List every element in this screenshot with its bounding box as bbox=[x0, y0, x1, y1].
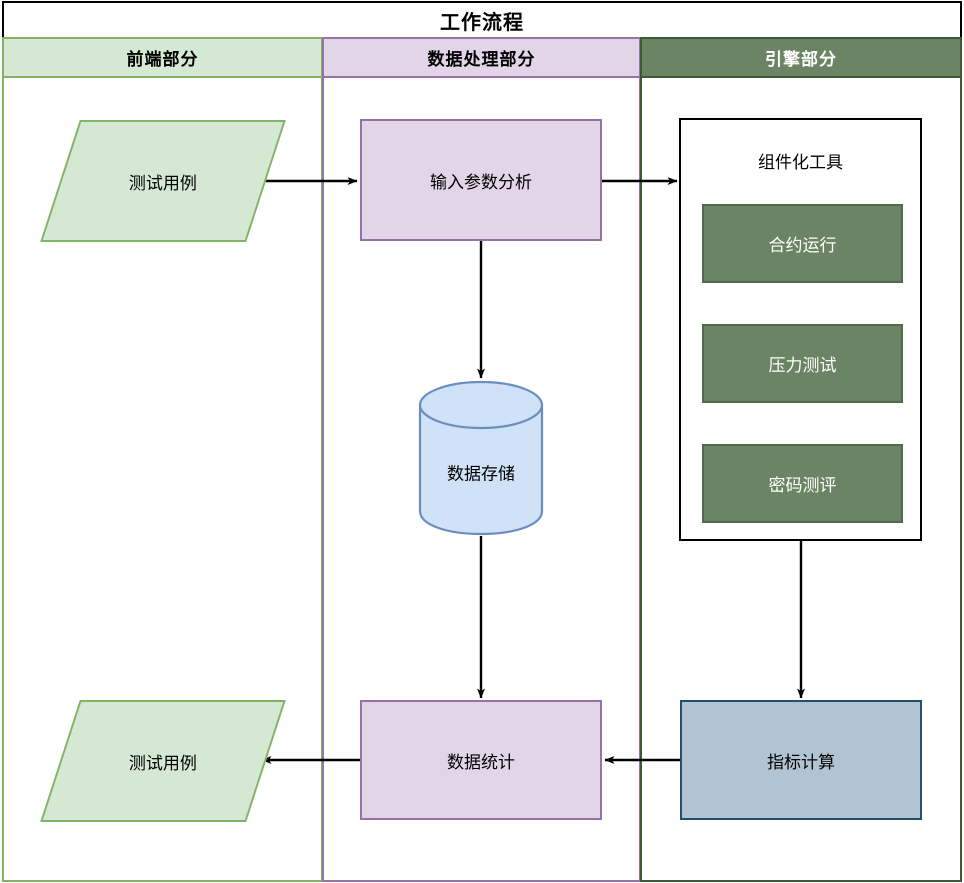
node-component-tools-panel[interactable]: 组件化工具 合约运行 压力测试 密码测评 bbox=[679, 118, 922, 541]
lane-label-data-processing: 数据处理部分 bbox=[427, 50, 536, 69]
diagram-title: 工作流程 bbox=[440, 11, 524, 34]
node-input-param-analysis[interactable]: 输入参数分析 bbox=[360, 119, 602, 241]
node-metric-calc[interactable]: 指标计算 bbox=[680, 700, 922, 820]
diagram-title-bar: 工作流程 bbox=[2, 1, 962, 37]
node-label-stress-test: 压力测试 bbox=[768, 356, 837, 375]
node-label-test-case-top: 测试用例 bbox=[129, 173, 197, 193]
node-crypto-eval[interactable]: 密码测评 bbox=[702, 444, 903, 523]
lane-engine: 引擎部分 bbox=[640, 37, 962, 882]
node-label-data-storage: 数据存储 bbox=[447, 464, 515, 484]
lane-label-engine: 引擎部分 bbox=[765, 50, 837, 69]
node-label-input-param-analysis: 输入参数分析 bbox=[430, 172, 532, 192]
node-test-case-top[interactable]: 测试用例 bbox=[40, 120, 286, 242]
node-contract-run[interactable]: 合约运行 bbox=[702, 204, 903, 283]
node-label-component-tools: 组件化工具 bbox=[758, 153, 843, 172]
node-label-data-statistics: 数据统计 bbox=[447, 752, 515, 772]
node-stress-test[interactable]: 压力测试 bbox=[702, 324, 903, 403]
node-label-metric-calc: 指标计算 bbox=[767, 752, 835, 772]
cylinder-icon bbox=[418, 380, 544, 536]
node-data-statistics[interactable]: 数据统计 bbox=[360, 700, 602, 820]
lane-label-frontend: 前端部分 bbox=[126, 50, 199, 69]
node-label-contract-run: 合约运行 bbox=[768, 236, 837, 255]
node-label-test-case-bottom: 测试用例 bbox=[129, 753, 197, 773]
node-label-crypto-eval: 密码测评 bbox=[768, 476, 837, 495]
node-data-storage[interactable]: 数据存储 bbox=[418, 379, 544, 537]
lane-header-frontend: 前端部分 bbox=[4, 39, 321, 78]
lane-header-engine: 引擎部分 bbox=[642, 39, 960, 78]
node-test-case-bottom[interactable]: 测试用例 bbox=[40, 700, 286, 822]
lane-header-data-processing: 数据处理部分 bbox=[324, 39, 639, 78]
